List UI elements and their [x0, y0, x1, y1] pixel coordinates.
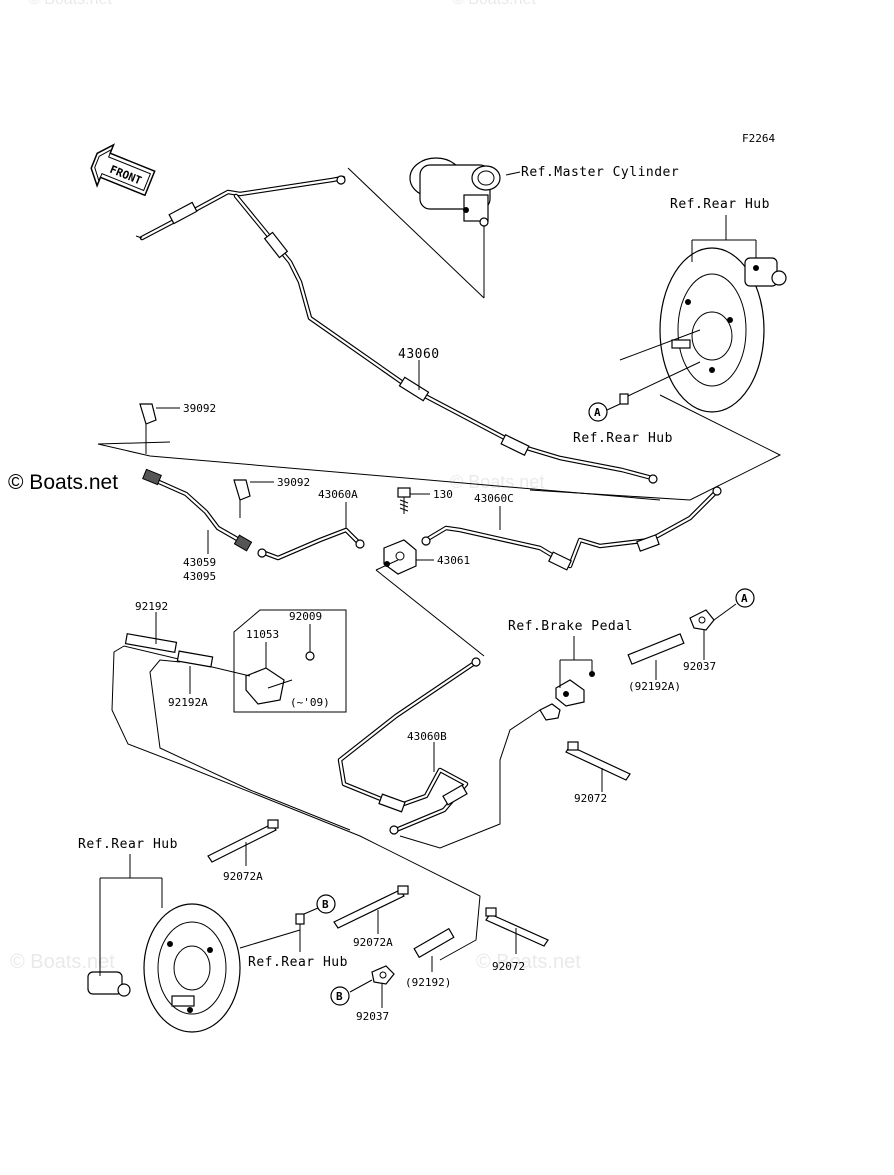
- watermarks: © Boats.net © Boats.net © Boats.net © Bo…: [10, 0, 581, 973]
- part-11053: 11053: [246, 628, 279, 641]
- bolt-icon: [619, 393, 629, 405]
- part-92072A-left: 92072A: [223, 870, 263, 883]
- svg-text:B: B: [336, 990, 343, 1003]
- hose-43059: [142, 468, 253, 552]
- part-43095: 43095: [183, 570, 216, 583]
- joint-43061: [383, 539, 417, 575]
- callout-a-upper: A: [588, 402, 608, 422]
- svg-text:B: B: [322, 898, 329, 911]
- svg-text:A: A: [741, 592, 748, 605]
- part-year-note: (~'09): [290, 696, 330, 709]
- part-92037-bottom: 92037: [356, 1010, 389, 1023]
- bolt-b-top: [295, 913, 305, 925]
- master-cylinder: [409, 157, 501, 298]
- part-130: 130: [433, 488, 453, 501]
- callout-b-lower: B: [330, 986, 350, 1006]
- part-39092-mid: 39092: [277, 476, 310, 489]
- pipe-43060A: [257, 527, 365, 561]
- svg-text:A: A: [594, 406, 601, 419]
- rear-hub-bottom: [87, 903, 241, 1033]
- part-43061: 43061: [437, 554, 470, 567]
- tube-92192A: [627, 633, 685, 665]
- part-43060B: 43060B: [407, 730, 447, 743]
- clip-39092-mid: [233, 479, 251, 518]
- clip-92037-top: [689, 609, 715, 631]
- label-rear-hub-bottom: Ref.Rear Hub: [248, 955, 348, 970]
- watermark-top-mid: © Boats.net: [452, 0, 536, 8]
- part-43060A: 43060A: [318, 488, 358, 501]
- part-92072-top: 92072: [574, 792, 607, 805]
- switch-box: [233, 609, 347, 713]
- diagram-code: F2264: [742, 132, 775, 145]
- label-master-cylinder: Ref.Master Cylinder: [521, 165, 679, 180]
- watermark-center: © Boats.net: [450, 472, 544, 492]
- callout-b-upper: B: [316, 894, 336, 914]
- watermark-left: © Boats.net: [8, 471, 118, 494]
- tie-92072A-left: [207, 819, 279, 863]
- tie-92072-bottom: [485, 907, 549, 947]
- part-43060: 43060: [398, 347, 440, 362]
- part-92037-top: 92037: [683, 660, 716, 673]
- watermark-bottom-mid: © Boats.net: [476, 951, 581, 973]
- callout-a-lower: A: [735, 588, 755, 608]
- part-43059: 43059: [183, 556, 216, 569]
- part-92072A-mid: 92072A: [353, 936, 393, 949]
- brake-pedal-mount: [539, 671, 595, 721]
- rear-hub-top: [659, 247, 787, 413]
- label-rear-hub-bottom-left: Ref.Rear Hub: [78, 837, 178, 852]
- tie-92072A-mid: [333, 885, 409, 929]
- cable-92192: [111, 633, 481, 961]
- watermark-bottom-left: © Boats.net: [10, 951, 115, 973]
- clip-92037-bottom: [371, 965, 395, 985]
- part-39092-top: 39092: [183, 402, 216, 415]
- label-rear-hub-mid: Ref.Rear Hub: [573, 431, 673, 446]
- part-43060C: 43060C: [474, 492, 514, 505]
- bolt-130: [397, 487, 411, 514]
- watermark-top-left: © Boats.net: [28, 0, 112, 8]
- part-92072-bottom: 92072: [492, 960, 525, 973]
- part-92192-paren: (92192): [405, 976, 451, 989]
- pipe-43060: [135, 175, 658, 484]
- part-92192: 92192: [135, 600, 168, 613]
- pipe-43060C: [421, 486, 722, 571]
- clip-39092-top: [139, 403, 157, 454]
- front-arrow-icon: FRONT: [90, 143, 156, 197]
- tie-92072-top: [565, 741, 631, 781]
- part-92192A: 92192A: [168, 696, 208, 709]
- part-92192A-paren: (92192A): [628, 680, 681, 693]
- pipe-43060B: [337, 657, 481, 835]
- part-92009: 92009: [289, 610, 322, 623]
- label-rear-hub-top: Ref.Rear Hub: [670, 197, 770, 212]
- tube-92192: [413, 927, 455, 959]
- label-brake-pedal: Ref.Brake Pedal: [508, 619, 633, 634]
